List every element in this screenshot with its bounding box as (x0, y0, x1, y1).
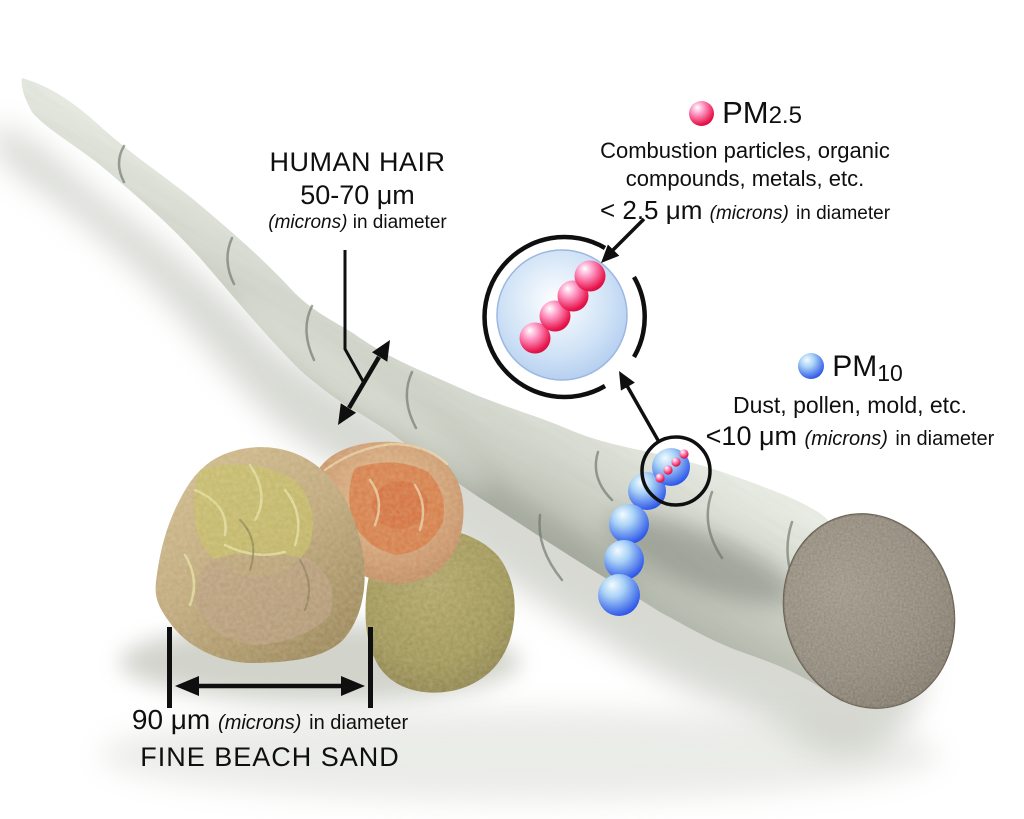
pm10-label: PM10 Dust, pollen, mold, etc. <10 μm (mi… (680, 349, 1020, 455)
pm25-name: PM (722, 95, 769, 130)
sand-size: 90 μm (microns) in diameter (105, 703, 435, 740)
pm25-desc-line1: Combustion particles, organic (600, 138, 890, 163)
floor-shadow (100, 709, 940, 801)
hair-cuticle-lines (117, 144, 802, 598)
big-magnifier-ring (482, 234, 647, 400)
measure-bar-left (167, 627, 172, 708)
human-hair-label: HUMAN HAIR 50-70 μm (microns) in diamete… (235, 146, 480, 235)
pm25-size: < 2.5 μm (microns) in diameter (555, 195, 935, 229)
pm25-subscript: 2.5 (768, 102, 802, 129)
hair-note: (microns) in diameter (235, 211, 480, 235)
magnify-arrow (619, 371, 661, 443)
fine-beach-sand (120, 441, 520, 702)
pm25-particle (539, 300, 571, 332)
arrowhead-up-icon (372, 340, 390, 362)
pm10-header: PM10 (680, 349, 1020, 390)
pm10-note-italic: (microns) (804, 428, 888, 450)
pm25-dots-on-particle (655, 449, 689, 483)
leader-line (343, 250, 366, 384)
hair-note-rest: in diameter (352, 212, 447, 233)
pm25-particle (519, 322, 551, 354)
pm10-size: <10 μm (microns) in diameter (680, 421, 1020, 455)
magnify-arrowhead-icon (619, 371, 635, 391)
big-magnifier (482, 234, 647, 400)
sand-note-italic: (microns) (218, 712, 302, 734)
pm25-pointer-arrowhead-icon (601, 244, 620, 263)
arrowhead-right-icon (341, 676, 365, 696)
sand-label: 90 μm (microns) in diameter FINE BEACH S… (105, 703, 435, 774)
pm25-label: PM2.5 Combustion particles, organic comp… (555, 94, 935, 229)
pm10-subscript: 10 (877, 360, 903, 386)
hair-title: HUMAN HAIR (269, 147, 446, 177)
pm25-particle (574, 260, 606, 292)
sand-title: FINE BEACH SAND (140, 742, 400, 772)
pm25-particle-icon (689, 101, 715, 126)
pm25-pointer (601, 217, 646, 263)
hair-size: 50-70 μm (300, 180, 415, 210)
diameter-shaft (347, 355, 381, 410)
sand-size-value: 90 μm (131, 704, 211, 735)
arrowhead-left-icon (175, 676, 199, 696)
sand-measurement (167, 627, 373, 708)
pm25-header: PM2.5 (555, 94, 935, 137)
pm25-note-italic: (microns) (709, 203, 789, 224)
pm10-size-value: <10 μm (705, 421, 798, 451)
pm10-name: PM (832, 350, 878, 383)
small-magnifier (640, 435, 712, 507)
pm25-pointer-line (609, 217, 646, 254)
pm10-particle-icon (798, 353, 825, 379)
pm10-desc: Dust, pollen, mold, etc. (733, 392, 967, 418)
pm10-particle (598, 574, 640, 616)
magnify-arrow-line (624, 383, 661, 443)
pm25-desc-line2: compounds, metals, etc. (625, 166, 865, 191)
pm25-size-value: < 2.5 μm (599, 195, 703, 225)
arrowhead-down-icon (338, 403, 357, 425)
pm10-particle (604, 540, 644, 580)
pm10-particle (609, 504, 649, 544)
pm25-note-rest: in diameter (796, 203, 891, 224)
small-magnifier-ring (640, 435, 712, 507)
measure-bar-right (368, 627, 373, 708)
magnified-pm25-particles (519, 260, 606, 354)
hair-measurement (338, 250, 390, 425)
sand-note-rest: in diameter (309, 712, 409, 734)
hair-note-italic: (microns) (268, 212, 348, 233)
pm10-note-rest: in diameter (895, 428, 995, 450)
